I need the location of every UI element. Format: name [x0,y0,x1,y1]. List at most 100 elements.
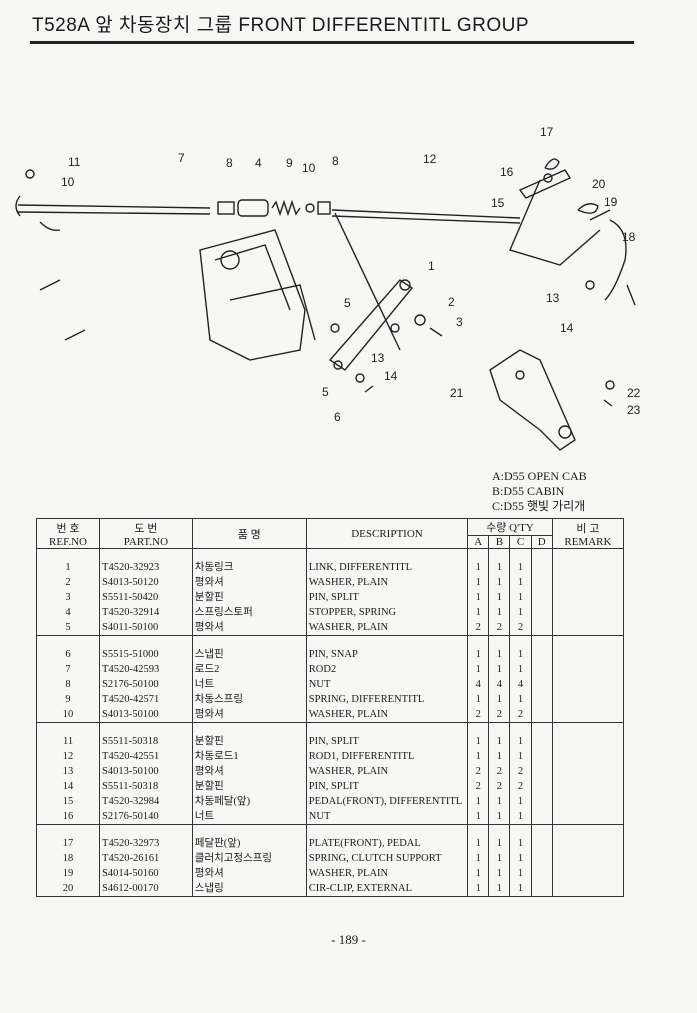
cell-part: S4612-00170 [99,881,193,897]
diagram-drawing [15,158,636,451]
legend-b: B:D55 CABIN [492,484,565,498]
callout-9: 9 [286,156,293,170]
callout-2: 2 [448,295,455,309]
header-qty-kor: 수량 [486,522,507,534]
header-ref: 번 호 REF.NO [35,518,101,549]
header-qty: 수량 Q'TY [467,518,553,536]
cell-desc: WASHER, PLAIN [305,620,469,636]
cell-remark [551,647,625,662]
cell-a: 1 [467,662,490,677]
cell-desc: PIN, SPLIT [305,590,469,605]
cell-d [530,851,553,866]
cell-d [530,881,553,897]
cell-remark [551,734,625,749]
cell-b: 2 [488,620,511,636]
cell-c: 1 [509,560,532,575]
callout-4: 4 [255,156,262,170]
cell-ref: 17 [35,836,101,851]
cell-kor: 로드2 [191,662,307,677]
cell-c: 2 [509,764,532,779]
exploded-parts-diagram: 1 2 3 4 5 5 6 7 8 8 9 10 11 10 12 13 14 … [15,125,641,451]
cell-part: T4520-42571 [99,692,193,707]
cell-remark [551,881,625,897]
cell-b: 2 [488,779,511,794]
cell-ref: 8 [35,677,101,692]
header-name-kor: 품 명 [191,518,307,549]
cell-part: S5511-50318 [99,734,193,749]
cell-c: 1 [509,866,532,881]
cell-ref: 9 [35,692,101,707]
cell-a: 2 [467,707,490,723]
model-legend: A:D55 OPEN CAB B:D55 CABIN C:D55 햇빛 가리개 [492,469,587,514]
cell-c: 1 [509,851,532,866]
cell-b: 2 [488,764,511,779]
header-description: DESCRIPTION [305,518,469,549]
cell-b: 1 [488,590,511,605]
cell-d [530,560,553,575]
cell-a: 1 [467,851,490,866]
header-remark-kor: 비 고 [576,522,600,535]
cell-desc: SPRING, CLUTCH SUPPORT [305,851,469,866]
cell-part: T4520-42551 [99,749,193,764]
callout-19: 19 [604,195,618,209]
callout-12: 12 [423,152,437,166]
callout-13: 13 [371,351,385,365]
cell-part: S5511-50318 [99,779,193,794]
cell-d [530,707,553,723]
callout-1: 1 [428,259,435,273]
cell-desc: PIN, SPLIT [305,734,469,749]
cell-a: 4 [467,677,490,692]
cell-d [530,647,553,662]
cell-c: 1 [509,749,532,764]
cell-b: 1 [488,575,511,590]
parts-table: 번 호 REF.NO 도 번 PART.NO 품 명 DESCRIPTION 수… [35,518,625,897]
cell-a: 1 [467,647,490,662]
cell-kor: 스프링스토퍼 [191,605,307,620]
cell-kor: 평와셔 [191,764,307,779]
callout-5: 5 [344,296,351,310]
cell-ref: 4 [35,605,101,620]
cell-remark [551,707,625,723]
cell-c: 1 [509,734,532,749]
cell-remark [551,575,625,590]
callout-22: 22 [627,386,641,400]
cell-kor: 평와셔 [191,620,307,636]
header-remark: 비 고 REMARK [551,518,625,549]
cell-kor: 너트 [191,809,307,825]
cell-d [530,749,553,764]
cell-c: 1 [509,836,532,851]
callout-11: 11 [68,155,81,169]
legend-a: A:D55 OPEN CAB [492,469,587,483]
group-spacer [35,635,625,647]
cell-ref: 3 [35,590,101,605]
group-spacer [35,722,625,734]
cell-b: 1 [488,605,511,620]
cell-part: T4520-32923 [99,560,193,575]
cell-remark [551,677,625,692]
cell-a: 1 [467,809,490,825]
cell-kor: 페달판(앞) [191,836,307,851]
cell-ref: 13 [35,764,101,779]
cell-desc: WASHER, PLAIN [305,866,469,881]
callout-10: 10 [302,161,316,175]
cell-d [530,866,553,881]
cell-desc: PEDAL(FRONT), DIFFERENTITL [305,794,469,809]
cell-ref: 19 [35,866,101,881]
cell-desc: NUT [305,809,469,825]
cell-d [530,605,553,620]
callout-5b: 5 [322,385,329,399]
header-ref-kor: 번 호 [56,522,80,535]
cell-d [530,662,553,677]
callout-13b: 13 [546,291,560,305]
cell-d [530,764,553,779]
cell-b: 1 [488,851,511,866]
